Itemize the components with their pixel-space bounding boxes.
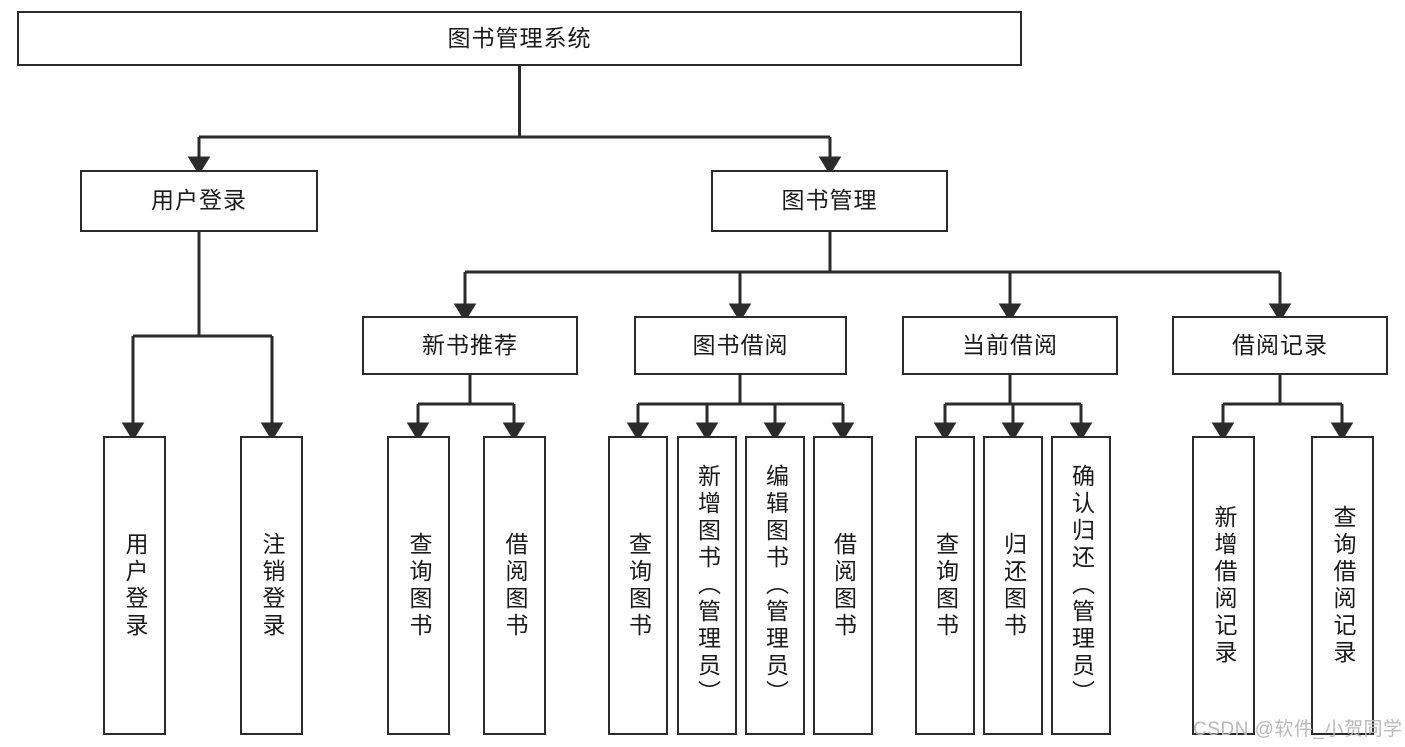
edge-book-manage-to-level2	[453, 232, 1292, 322]
leaf-borrow-book-recommend[interactable]: 借阅图书	[483, 436, 546, 735]
leaf-user-logout[interactable]: 注销登录	[240, 436, 303, 735]
leaf-add-book-admin[interactable]: 新增图书（管理员）	[677, 436, 737, 735]
leaf-borrow-book[interactable]: 借阅图书	[813, 436, 873, 735]
leaf-query-book-current[interactable]: 查询图书	[915, 436, 975, 735]
leaf-user-login[interactable]: 用户登录	[103, 436, 166, 735]
node-borrow-record[interactable]: 借阅记录	[1172, 316, 1388, 375]
node-book-manage[interactable]: 图书管理	[711, 170, 948, 232]
node-book-borrow[interactable]: 图书借阅	[634, 316, 847, 375]
leaf-add-borrow-record[interactable]: 新增借阅记录	[1192, 436, 1255, 735]
leaf-query-book-borrow[interactable]: 查询图书	[608, 436, 668, 735]
node-user-login[interactable]: 用户登录	[80, 170, 318, 232]
edge-book-borrow-to-leaves	[626, 375, 855, 441]
edge-user-login-to-leaves	[121, 232, 284, 441]
leaf-query-book-recommend[interactable]: 查询图书	[387, 436, 450, 735]
leaf-confirm-return-admin[interactable]: 确认归还（管理员）	[1051, 436, 1111, 735]
node-current-borrow[interactable]: 当前借阅	[902, 316, 1118, 375]
leaf-return-book[interactable]: 归还图书	[983, 436, 1043, 735]
edge-current-borrow-to-leaves	[933, 375, 1093, 441]
edge-root-to-level1	[187, 66, 842, 175]
leaf-edit-book-admin[interactable]: 编辑图书（管理员）	[745, 436, 805, 735]
node-root[interactable]: 图书管理系统	[17, 11, 1022, 66]
edge-borrow-record-to-leaves	[1211, 375, 1354, 441]
node-new-book-recommend[interactable]: 新书推荐	[362, 316, 578, 375]
leaf-query-borrow-record[interactable]: 查询借阅记录	[1311, 436, 1374, 735]
edge-new-book-rec-to-leaves	[406, 375, 526, 441]
